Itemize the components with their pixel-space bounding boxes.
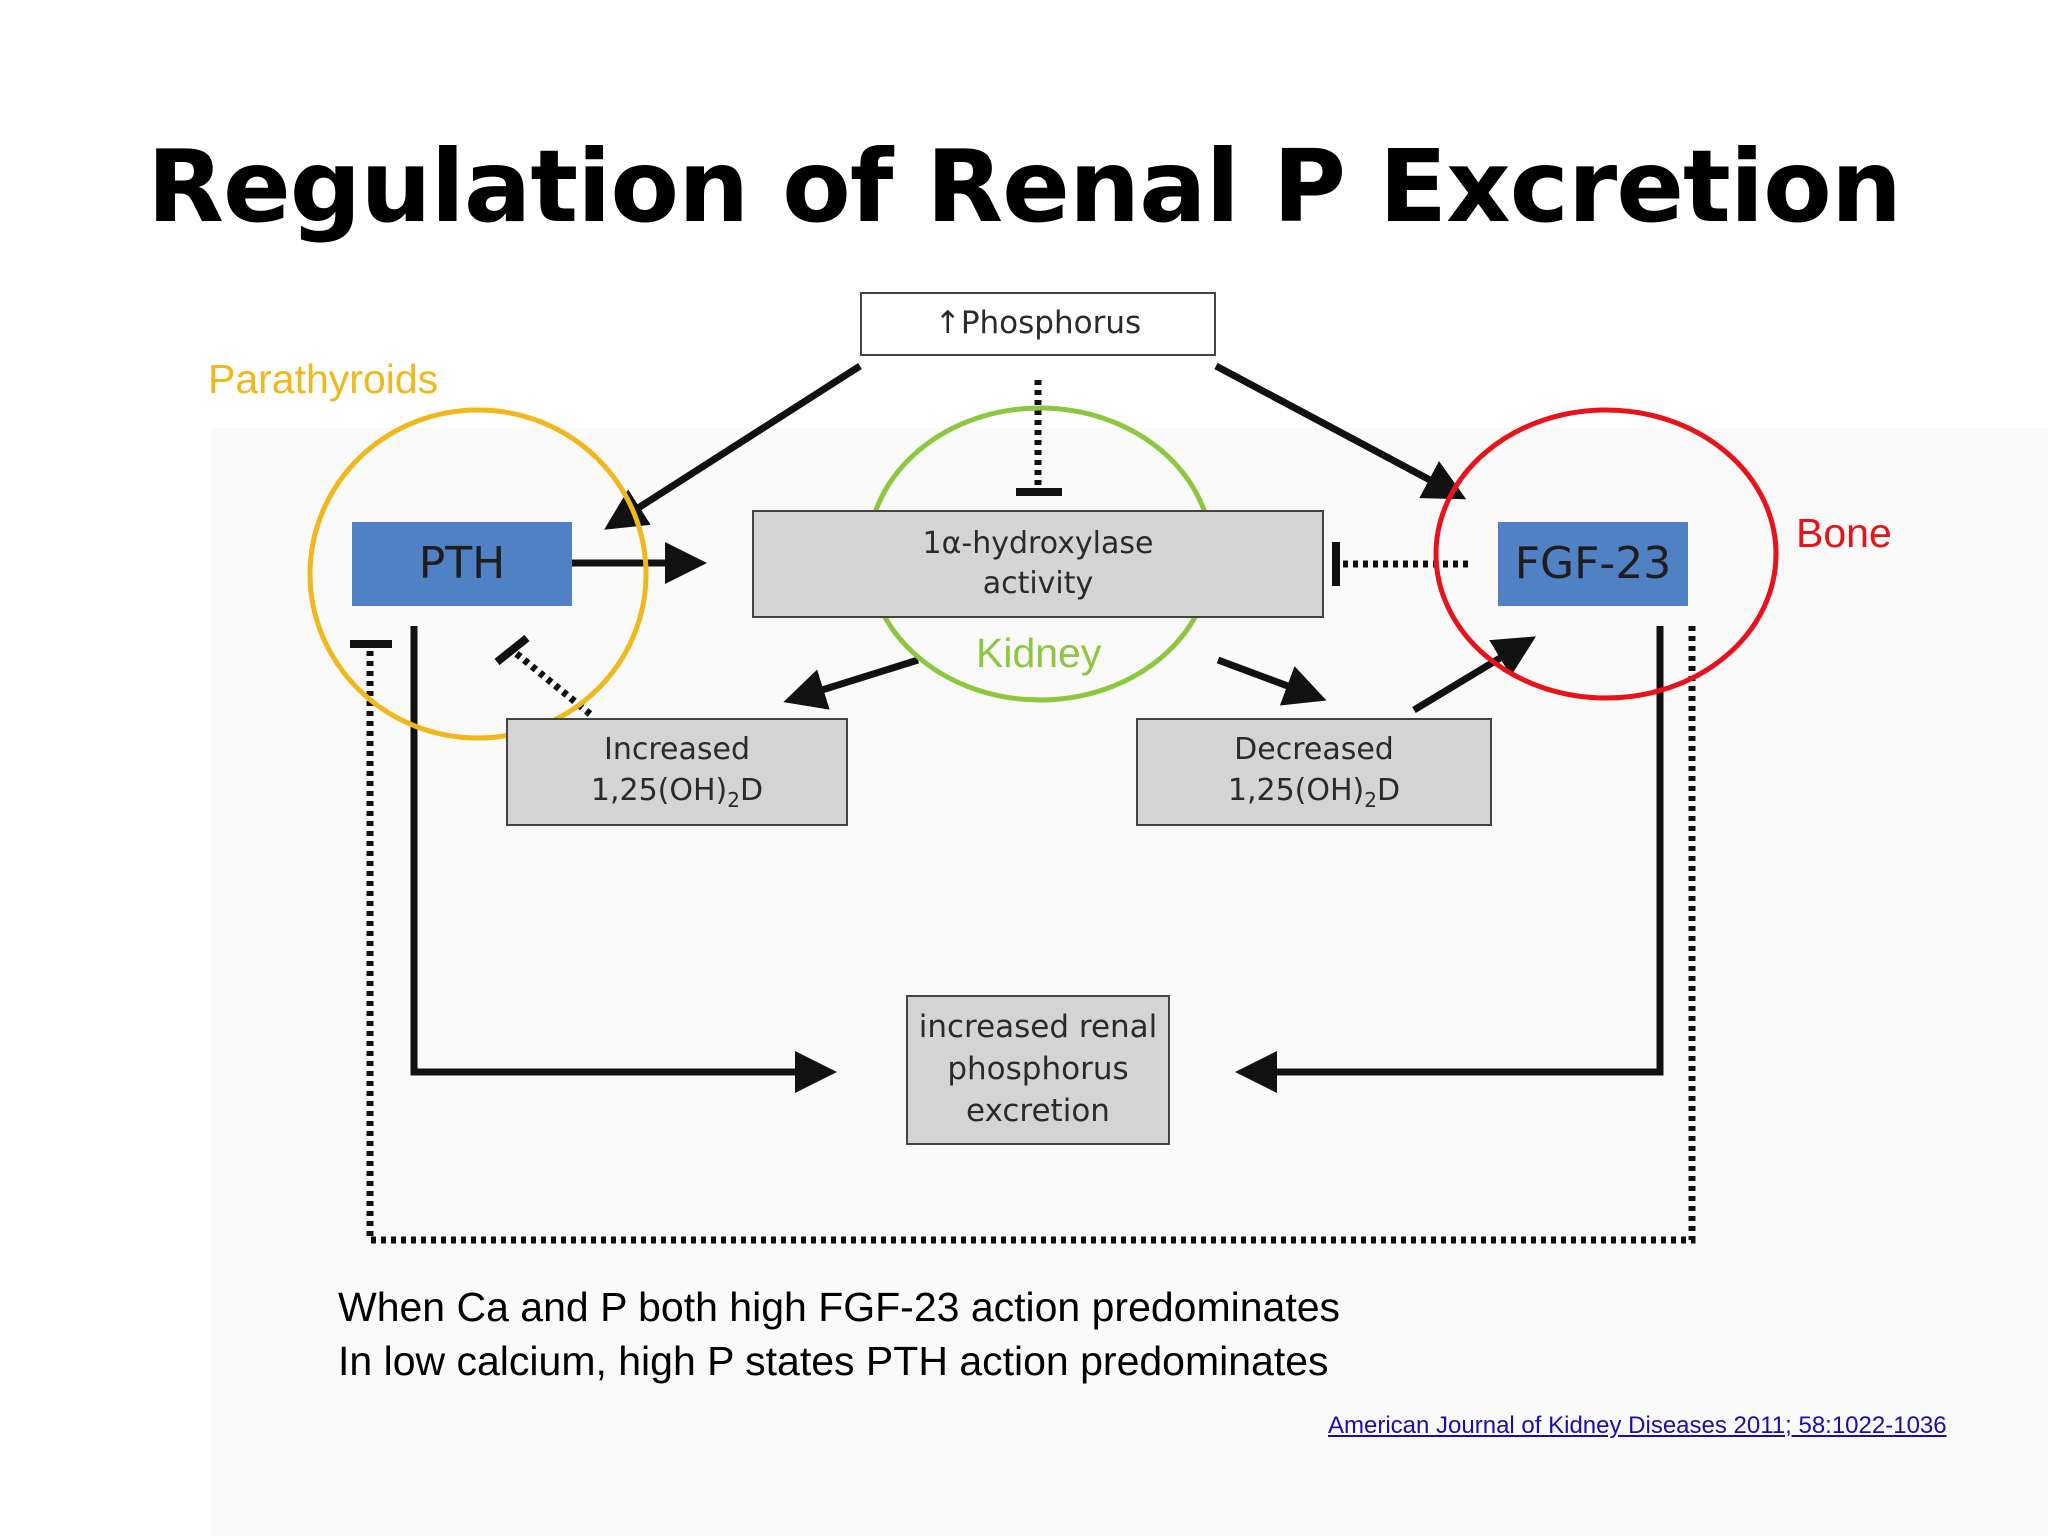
fgf23-box: FGF-23	[1498, 522, 1688, 606]
feedback-fgf23-to-pth	[366, 626, 1696, 1244]
hydroxylase-box: 1α-hydroxylase activity	[752, 510, 1324, 618]
slide-title: Regulation of Renal P Excretion	[146, 128, 1902, 245]
note-line-2: In low calcium, high P states PTH action…	[338, 1338, 1329, 1384]
phosphorus-label: ↑Phosphorus	[934, 305, 1142, 342]
arrow-fgf23-to-excretion	[1235, 626, 1664, 1093]
excretion-label-line2: phosphorus	[947, 1051, 1129, 1088]
inhibit-bar-pth-diagonal	[494, 634, 530, 666]
decreased-label-line2: 1,25(OH)2D	[1227, 772, 1401, 812]
parathyroids-label: Parathyroids	[208, 356, 439, 402]
arrow-decreased-to-fgf23	[1412, 636, 1536, 713]
kidney-label: Kidney	[976, 630, 1102, 676]
inhibit-increased-to-pth	[509, 647, 593, 717]
fgf23-label: FGF-23	[1514, 538, 1672, 590]
hydroxylase-label-line2: activity	[982, 566, 1094, 601]
hydroxylase-label-line1: 1α-hydroxylase	[922, 525, 1154, 561]
bone-label: Bone	[1796, 510, 1892, 556]
arrow-phosphorus-to-pth	[604, 363, 862, 530]
arrow-pth-to-excretion	[410, 626, 837, 1093]
increased-vitamin-d-box: Increased 1,25(OH)2D	[506, 718, 848, 826]
excretion-box: increased renal phosphorus excretion	[906, 995, 1170, 1145]
increased-label-line1: Increased	[603, 732, 750, 768]
phosphorus-box: ↑Phosphorus	[860, 292, 1216, 356]
parathyroids-circle	[307, 407, 649, 741]
bone-circle	[1433, 407, 1779, 701]
pth-label: PTH	[418, 538, 506, 590]
arrow-hydroxylase-to-decreased	[1216, 656, 1327, 706]
pth-box: PTH	[352, 522, 572, 606]
decreased-label-line1: Decreased	[1234, 732, 1394, 768]
arrow-hydroxylase-to-increased	[783, 656, 920, 710]
arrow-phosphorus-to-fgf23	[1214, 362, 1467, 500]
increased-label-line2: 1,25(OH)2D	[590, 772, 764, 812]
decreased-vitamin-d-box: Decreased 1,25(OH)2D	[1136, 718, 1492, 826]
citation-link[interactable]: American Journal of Kidney Diseases 2011…	[1328, 1412, 1947, 1439]
excretion-label-line1: increased renal	[918, 1009, 1158, 1046]
excretion-label-line3: excretion	[966, 1092, 1110, 1129]
note-line-1: When Ca and P both high FGF-23 action pr…	[338, 1284, 1341, 1330]
